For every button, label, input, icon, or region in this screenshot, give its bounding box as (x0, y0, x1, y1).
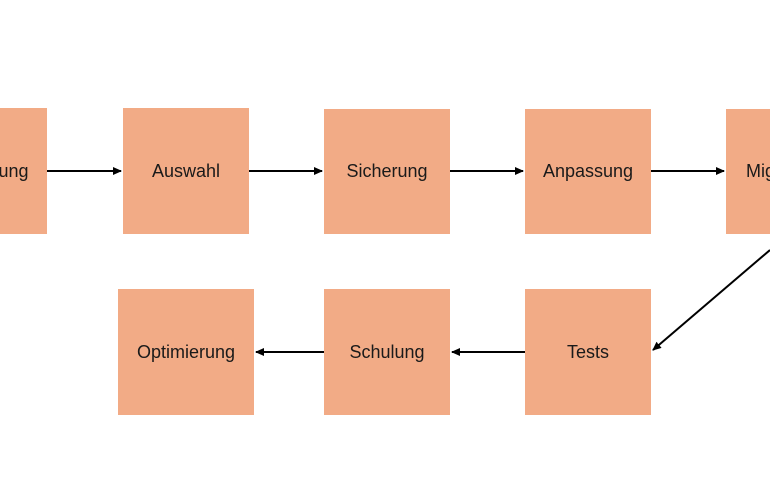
node-schulung-label: Schulung (349, 341, 425, 362)
node-step-1-label: ung (0, 160, 29, 181)
node-anpassung: Anpassung (525, 109, 651, 234)
node-sicherung: Sicherung (324, 109, 450, 234)
node-schulung: Schulung (324, 289, 450, 415)
node-migration: Mig (726, 109, 770, 234)
edge-migration-to-tests (652, 249, 770, 351)
node-step-1: ung (0, 108, 47, 234)
node-tests: Tests (525, 289, 651, 415)
node-tests-label: Tests (566, 341, 609, 362)
node-auswahl-label: Auswahl (151, 160, 221, 181)
node-optimierung: Optimierung (118, 289, 254, 415)
node-anpassung-label: Anpassung (542, 161, 634, 181)
node-migration-label: Mig (746, 161, 770, 181)
node-auswahl: Auswahl (123, 108, 249, 234)
node-sicherung-label: Sicherung (346, 161, 428, 181)
node-optimierung-label: Optimierung (136, 341, 236, 362)
